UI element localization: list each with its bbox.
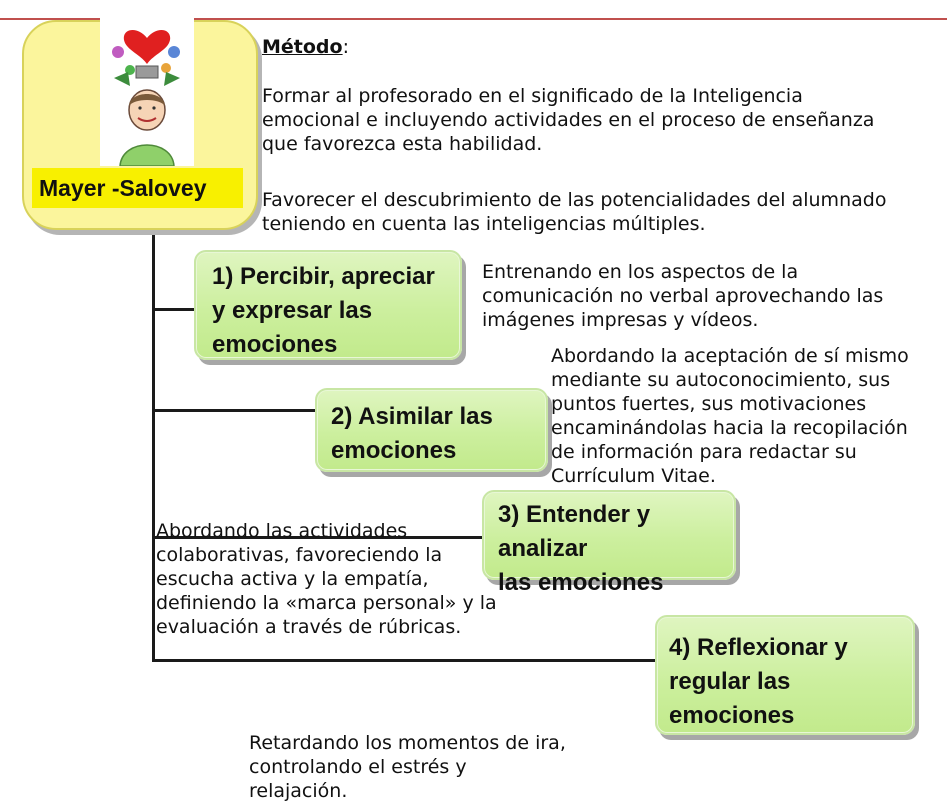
root-label: Mayer -Salovey xyxy=(32,168,243,208)
branch-box-4: 4) Reflexionar y regular las emociones xyxy=(655,615,915,735)
connector-3 xyxy=(152,536,484,539)
method-paragraph-1: Formar al profesorado en el significado … xyxy=(262,85,875,155)
branch-description-4: Retardando los momentos de ira, controla… xyxy=(249,732,566,802)
method-paragraph-2: Favorecer el descubrimiento de las poten… xyxy=(262,189,887,235)
method-title: Método: xyxy=(262,36,349,58)
branch-description-1: Entrenando en los aspectos de la comunic… xyxy=(482,261,884,331)
branch-box-3: 3) Entender y analizar las emociones xyxy=(482,490,736,596)
branch-label-4: 4) Reflexionar y regular las emociones xyxy=(669,634,848,730)
branch-box-2: 2) Asimilar las emociones xyxy=(315,388,548,472)
branch-box-1: 1) Percibir, apreciar y expresar las emo… xyxy=(194,250,462,360)
branch-label-2: 2) Asimilar las emociones xyxy=(331,403,493,465)
branch-description-2: Abordando la aceptación de sí mismo medi… xyxy=(551,345,909,487)
top-divider-line xyxy=(0,18,947,20)
trunk-line xyxy=(152,230,155,662)
branch-label-1: 1) Percibir, apreciar y expresar las emo… xyxy=(212,263,435,359)
connector-1 xyxy=(152,308,196,311)
branch-label-3: 3) Entender y analizar las emociones xyxy=(498,501,664,597)
connector-2 xyxy=(152,409,318,412)
branch-description-3: Abordando las actividades colaborativas,… xyxy=(156,520,497,638)
woman-with-flowers-and-heart-icon xyxy=(100,8,194,167)
method-title-colon: : xyxy=(342,36,349,58)
method-title-text: Método xyxy=(262,36,343,58)
connector-4 xyxy=(152,659,657,662)
